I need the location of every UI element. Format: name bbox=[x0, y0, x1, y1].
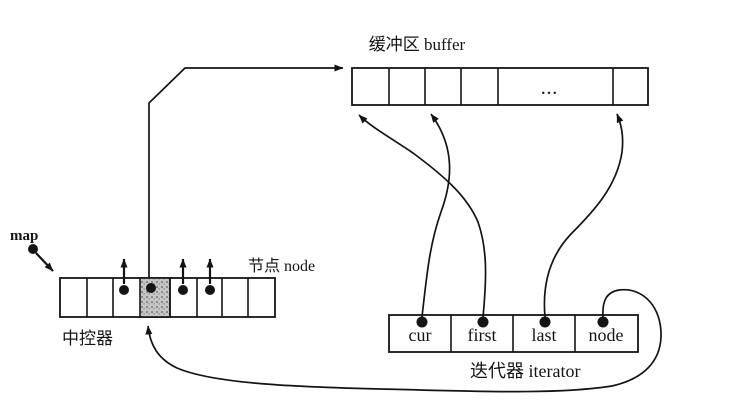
iterator-cell-dividers bbox=[450, 315, 576, 352]
map-pointer-label: map bbox=[10, 228, 38, 244]
iterator-field-node: node bbox=[589, 325, 624, 345]
controller-label: 中控器 bbox=[62, 329, 113, 348]
iterator-field-first: first bbox=[468, 325, 497, 345]
iterator-field-last: last bbox=[532, 325, 557, 345]
node-pointer-dot bbox=[119, 285, 129, 295]
node-pointer-dot bbox=[205, 285, 215, 295]
buffer-title: 缓冲区 buffer bbox=[369, 35, 466, 54]
buffer-cell-dividers bbox=[388, 68, 614, 105]
map-cell-dividers bbox=[86, 278, 249, 317]
last-dot bbox=[539, 316, 551, 328]
map-pointer-dot bbox=[28, 244, 38, 254]
buffer-ellipsis: ... bbox=[541, 82, 558, 98]
map-to-buffer-connector-arrow bbox=[148, 64, 344, 289]
first-dot bbox=[477, 316, 489, 328]
iterator-title: 迭代器 iterator bbox=[470, 361, 580, 381]
node-up-arrows bbox=[120, 258, 214, 284]
last-to-buffer-arrow bbox=[543, 113, 624, 318]
iterator-field-dots bbox=[416, 316, 609, 328]
map-pointer-arrow bbox=[35, 252, 54, 272]
node-dot bbox=[597, 316, 609, 328]
node-to-map-arrow bbox=[145, 288, 662, 393]
map-node-pointer-dots bbox=[119, 283, 215, 295]
cur-dot bbox=[416, 316, 428, 328]
node-pointer-dot bbox=[178, 285, 188, 295]
first-to-buffer-arrow bbox=[358, 114, 487, 318]
iterator-field-cur: cur bbox=[409, 325, 432, 345]
cur-to-buffer-arrow bbox=[421, 113, 451, 318]
node-row-label: 节点 node bbox=[248, 257, 315, 275]
map-current-node-cell bbox=[139, 277, 171, 318]
node-pointer-dot bbox=[146, 283, 156, 293]
buffer-box bbox=[351, 67, 649, 106]
